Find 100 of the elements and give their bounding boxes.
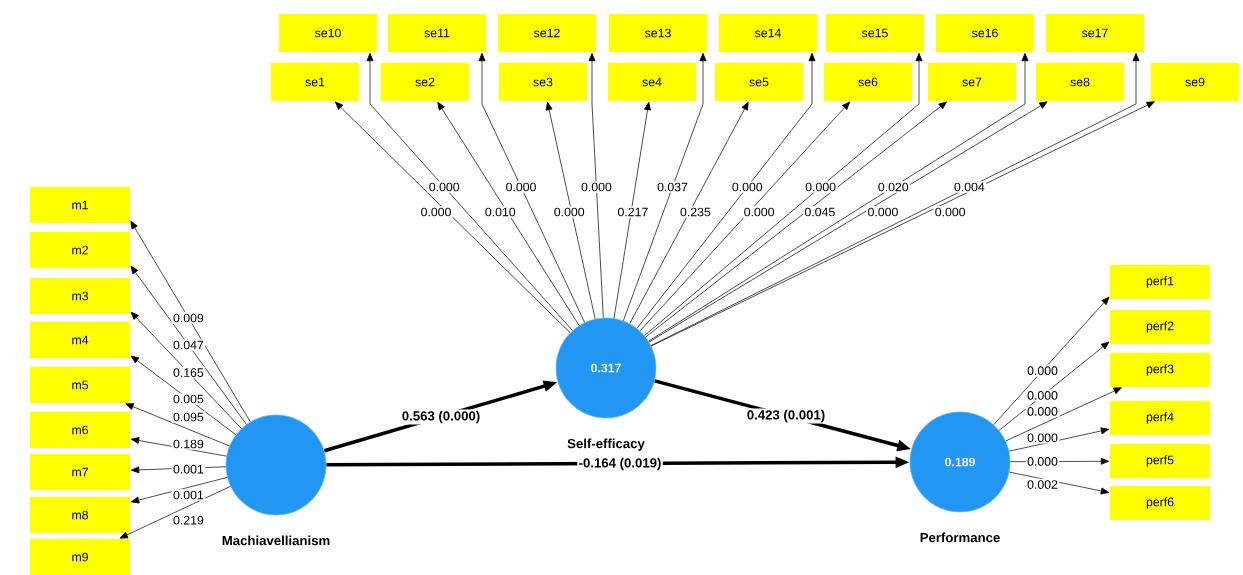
arrow <box>648 52 1029 342</box>
arrow <box>366 52 573 331</box>
arrow <box>125 403 230 447</box>
arrow <box>1005 387 1122 442</box>
indicator-box: se2 <box>381 63 469 101</box>
indicator-box: perf6 <box>1110 486 1210 520</box>
indicator-box: m1 <box>30 187 130 223</box>
edge-label: 0.009 <box>171 312 206 324</box>
indicator-box: se16 <box>936 14 1034 52</box>
indicator-box: m4 <box>30 322 130 358</box>
edge-label: 0.000 <box>933 206 967 218</box>
indicator-box: se11 <box>388 14 486 52</box>
arrow <box>998 341 1110 431</box>
arrow <box>545 101 596 320</box>
indicator-box: se1 <box>271 63 359 101</box>
arrow <box>629 101 749 324</box>
node-label: Machiavellianism <box>222 535 330 546</box>
edge-label: 0.000 <box>866 206 900 218</box>
arrow <box>588 52 604 319</box>
arrow <box>130 220 251 423</box>
indicator-box: perf2 <box>1110 310 1210 344</box>
arrow <box>613 101 651 319</box>
edge-label: 0.563 (0.000) <box>400 409 482 425</box>
node-label: Self-efficacy <box>567 438 645 451</box>
edge-label: 0.165 <box>171 366 206 379</box>
edge-label: 0.000 <box>742 206 776 218</box>
indicator-box: se13 <box>609 14 707 52</box>
indicator-box: m2 <box>30 232 130 268</box>
edge-label: 0.000 <box>552 206 586 218</box>
indicator-box: m6 <box>30 412 130 448</box>
arrow <box>130 265 247 425</box>
edge-label: 0.002 <box>1025 478 1060 491</box>
arrow <box>650 52 1140 346</box>
indicator-box: se15 <box>826 14 924 52</box>
edge-label: 0.000 <box>419 206 453 218</box>
arrow <box>437 101 580 326</box>
arrow <box>650 101 1155 347</box>
arrow <box>130 437 227 457</box>
edge-label: 0.217 <box>616 206 650 218</box>
arrow <box>644 52 923 336</box>
edge-label: 0.004 <box>952 181 987 193</box>
arrow <box>1009 471 1110 495</box>
indicator-box: perf3 <box>1110 353 1210 387</box>
indicator-box: se14 <box>719 14 817 52</box>
arrow <box>1008 427 1110 452</box>
edge-label: 0.219 <box>171 514 206 526</box>
indicator-box: se4 <box>608 63 696 101</box>
indicator-box: se10 <box>279 14 377 52</box>
arrow <box>130 477 228 504</box>
indicator-box: perf5 <box>1110 444 1210 478</box>
arrow <box>623 52 707 322</box>
edge-label: 0.020 <box>876 181 911 193</box>
arrow <box>119 486 231 539</box>
indicator-box: se7 <box>928 63 1016 101</box>
indicator-box: m3 <box>30 278 130 314</box>
indicator-box: m7 <box>30 454 130 490</box>
arrow <box>335 101 571 334</box>
arrow <box>639 101 850 332</box>
arrow <box>478 52 585 323</box>
indicator-box: m5 <box>30 367 130 403</box>
indicator-box: perf1 <box>1110 265 1210 299</box>
indicator-box: se6 <box>824 63 912 101</box>
edge-label: 0.000 <box>1025 405 1060 418</box>
indicator-box: se9 <box>1151 63 1239 101</box>
indicator-box: perf4 <box>1110 401 1210 435</box>
edge-label: 0.423 (0.001) <box>745 408 827 424</box>
edge-label: 0.005 <box>171 393 206 405</box>
indicator-box: se8 <box>1036 63 1124 101</box>
arrow <box>130 311 242 429</box>
edge-label: -0.164 (0.019) <box>577 456 663 472</box>
edge-label: 0.037 <box>655 181 690 193</box>
edge-label: 0.000 <box>504 181 538 193</box>
arrow <box>130 355 237 436</box>
arrow <box>993 296 1110 425</box>
arrow <box>636 52 816 329</box>
indicator-box: se17 <box>1046 14 1144 52</box>
edge-label: 0.000 <box>1025 455 1060 468</box>
edge-label: 0.047 <box>171 339 206 351</box>
edge-label: 0.010 <box>483 206 518 218</box>
indicator-box: se3 <box>499 63 587 101</box>
edge-label: 0.235 <box>678 206 713 218</box>
node-label: Performance <box>920 532 1000 543</box>
edge-label: 0.000 <box>1025 389 1060 402</box>
edge-label: 0.000 <box>803 181 838 193</box>
edge-label: 0.189 <box>171 438 206 450</box>
edge-label: 0.045 <box>803 206 837 218</box>
arrow <box>645 101 947 338</box>
edge-label: 0.000 <box>1025 364 1060 377</box>
edge-label: 0.000 <box>1025 432 1060 444</box>
edge-label: 0.000 <box>579 181 614 193</box>
edge-label: 0.001 <box>171 463 206 475</box>
indicator-box: se5 <box>715 63 803 101</box>
edge-label: 0.095 <box>171 411 206 423</box>
arrow <box>648 101 1048 343</box>
indicator-box: se12 <box>498 14 596 52</box>
indicator-box: m8 <box>30 497 130 533</box>
edge-label: 0.000 <box>427 181 461 193</box>
indicator-box: m9 <box>30 539 130 575</box>
edge-label: 0.000 <box>730 181 765 193</box>
edge-label: 0.001 <box>171 489 206 501</box>
